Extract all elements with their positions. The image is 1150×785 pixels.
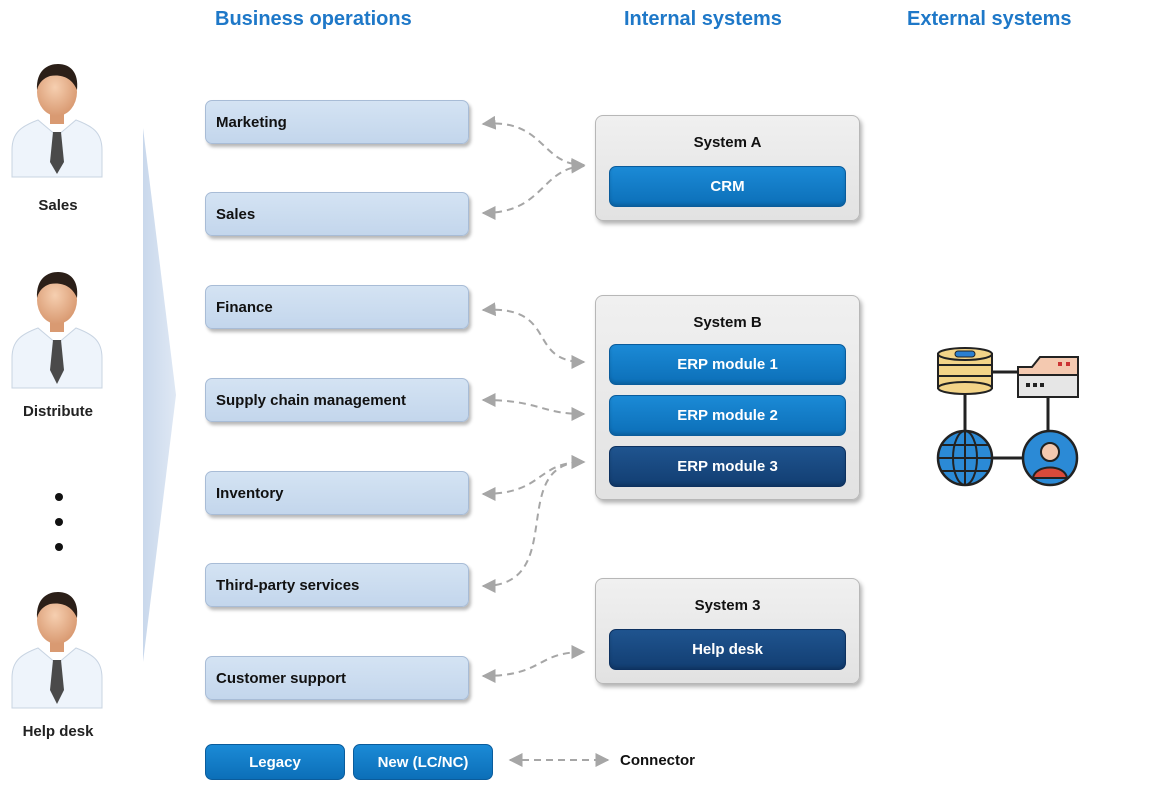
system-a-title: System A bbox=[693, 134, 762, 151]
flow-chevron bbox=[143, 128, 176, 662]
business-op-sales: Sales bbox=[205, 192, 469, 236]
business-op-inventory: Inventory bbox=[205, 471, 469, 515]
system-a-box: System A CRM bbox=[595, 115, 860, 221]
ellipsis-dot bbox=[55, 543, 63, 551]
ellipsis-dot bbox=[55, 518, 63, 526]
person-label-sales: Sales bbox=[38, 197, 78, 214]
globe-icon bbox=[936, 429, 994, 487]
system-3-title: System 3 bbox=[694, 597, 761, 614]
database-icon bbox=[937, 347, 993, 395]
person-label-help-desk: Help desk bbox=[22, 723, 94, 740]
legend-legacy: Legacy bbox=[205, 744, 345, 780]
header-external-systems: External systems bbox=[907, 8, 1072, 30]
connector-third-party-erp3 bbox=[481, 455, 586, 593]
module-erp-2: ERP module 2 bbox=[609, 395, 846, 436]
module-crm: CRM bbox=[609, 166, 846, 207]
businessman-icon bbox=[11, 272, 103, 389]
business-op-supply-chain: Supply chain management bbox=[205, 378, 469, 422]
user-icon bbox=[1021, 429, 1079, 487]
person-label-distribute: Distribute bbox=[22, 403, 93, 420]
connector-support-helpdesk bbox=[481, 645, 586, 683]
module-help-desk: Help desk bbox=[609, 629, 846, 670]
server-icon bbox=[1017, 356, 1079, 398]
header-internal-systems: Internal systems bbox=[624, 8, 782, 30]
legend-new: New (LC/NC) bbox=[353, 744, 493, 780]
connector-sales-system-a bbox=[481, 159, 586, 220]
system-3-box: System 3 Help desk bbox=[595, 578, 860, 684]
businessman-icon bbox=[11, 592, 103, 709]
connector-finance-erp1 bbox=[481, 302, 586, 369]
system-b-box: System B ERP module 1 ERP module 2 ERP m… bbox=[595, 295, 860, 500]
header-business-operations: Business operations bbox=[215, 8, 412, 30]
business-op-finance: Finance bbox=[205, 285, 469, 329]
connector-inventory-erp3 bbox=[481, 455, 586, 501]
business-op-customer-support: Customer support bbox=[205, 656, 469, 700]
business-op-third-party-services: Third-party services bbox=[205, 563, 469, 607]
legend-connector-label: Connector bbox=[620, 752, 695, 769]
ellipsis-dot bbox=[55, 493, 63, 501]
connector-marketing-system-a bbox=[481, 115, 586, 172]
businessman-icon bbox=[11, 64, 103, 178]
module-erp-1: ERP module 1 bbox=[609, 344, 846, 385]
system-b-title: System B bbox=[693, 314, 762, 331]
module-erp-3: ERP module 3 bbox=[609, 446, 846, 487]
connector-scm-erp2 bbox=[481, 393, 586, 421]
business-op-marketing: Marketing bbox=[205, 100, 469, 144]
